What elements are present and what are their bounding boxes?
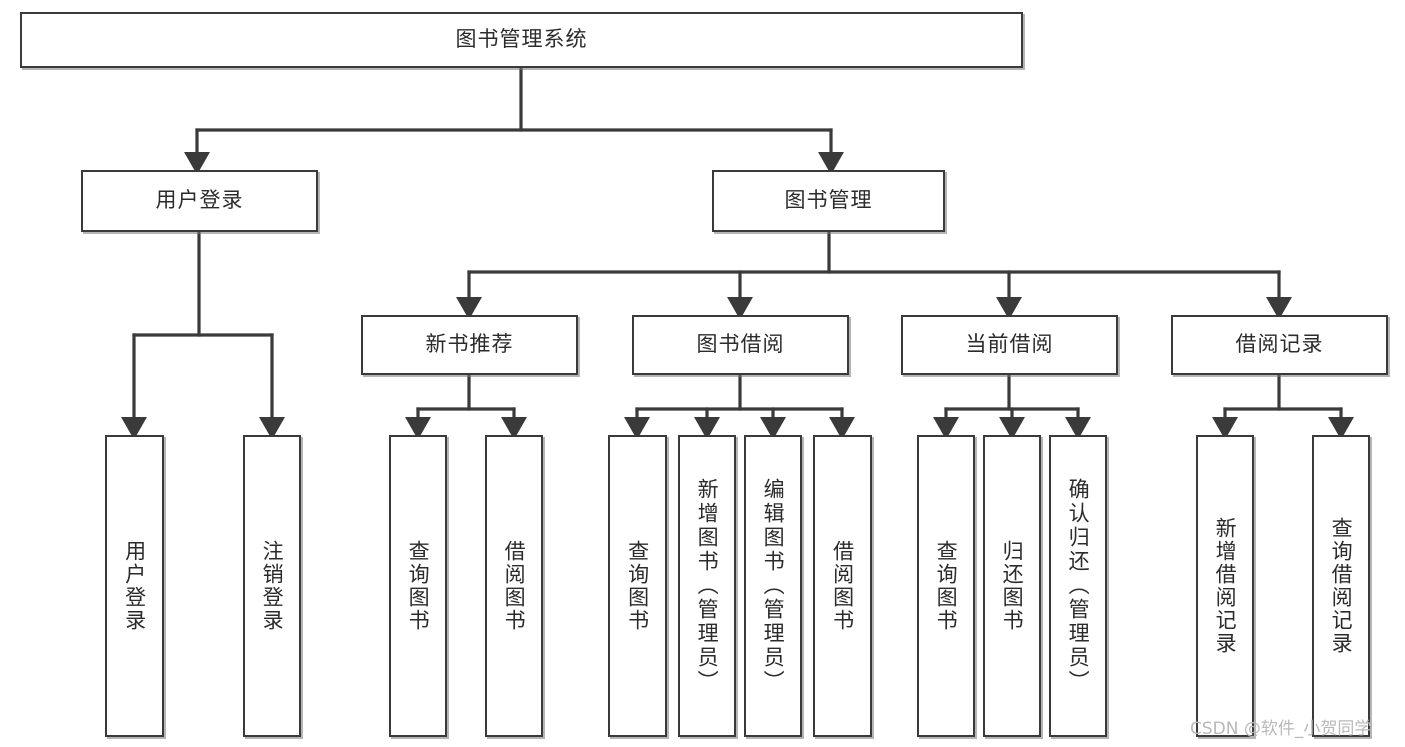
node-book-borrow-label: 图书借阅	[696, 332, 785, 357]
node-leaf-confirm-return[interactable]: 确认归还（管理员）	[1049, 435, 1107, 737]
node-current-borrow-label: 当前借阅	[965, 332, 1054, 357]
node-new-book-recommend-label: 新书推荐	[425, 332, 514, 357]
node-leaf-query-book-1[interactable]: 查询图书	[389, 435, 447, 737]
node-leaf-query-book-3-label: 查询图书	[934, 540, 959, 632]
node-user-login-label: 用户登录	[155, 188, 244, 213]
node-leaf-user-login-label: 用户登录	[122, 540, 147, 632]
node-book-manage-label: 图书管理	[784, 188, 873, 213]
node-leaf-borrow-book-1[interactable]: 借阅图书	[485, 435, 543, 737]
node-root-label: 图书管理系统	[455, 27, 588, 52]
node-leaf-return-book-label: 归还图书	[1000, 540, 1025, 632]
node-leaf-add-record[interactable]: 新增借阅记录	[1196, 435, 1254, 737]
watermark-text: CSDN @软件_小贺同学	[1190, 719, 1372, 739]
node-leaf-query-book-2[interactable]: 查询图书	[608, 435, 667, 737]
node-leaf-query-book-1-label: 查询图书	[406, 540, 431, 632]
node-leaf-logout[interactable]: 注销登录	[243, 435, 301, 737]
node-book-manage[interactable]: 图书管理	[712, 170, 945, 232]
node-borrow-record-label: 借阅记录	[1235, 332, 1324, 357]
node-leaf-borrow-book-1-label: 借阅图书	[502, 540, 527, 632]
node-leaf-add-record-label: 新增借阅记录	[1213, 517, 1238, 655]
node-leaf-query-record[interactable]: 查询借阅记录	[1312, 435, 1370, 737]
node-current-borrow[interactable]: 当前借阅	[901, 315, 1118, 375]
node-book-borrow[interactable]: 图书借阅	[632, 315, 849, 375]
node-borrow-record[interactable]: 借阅记录	[1171, 315, 1388, 375]
node-leaf-query-record-label: 查询借阅记录	[1329, 517, 1354, 655]
node-leaf-borrow-book-2[interactable]: 借阅图书	[813, 435, 872, 737]
node-leaf-edit-book[interactable]: 编辑图书（管理员）	[744, 435, 802, 737]
node-new-book-recommend[interactable]: 新书推荐	[361, 315, 578, 375]
node-leaf-add-book[interactable]: 新增图书（管理员）	[678, 435, 736, 737]
node-leaf-edit-book-label: 编辑图书（管理员）	[761, 478, 786, 694]
node-leaf-logout-label: 注销登录	[260, 540, 285, 632]
node-leaf-query-book-2-label: 查询图书	[625, 540, 650, 632]
node-leaf-add-book-label: 新增图书（管理员）	[695, 478, 720, 694]
node-leaf-confirm-return-label: 确认归还（管理员）	[1066, 478, 1091, 694]
node-leaf-return-book[interactable]: 归还图书	[983, 435, 1041, 737]
node-root[interactable]: 图书管理系统	[20, 12, 1023, 68]
node-user-login[interactable]: 用户登录	[81, 170, 318, 232]
node-leaf-borrow-book-2-label: 借阅图书	[830, 540, 855, 632]
node-leaf-query-book-3[interactable]: 查询图书	[917, 435, 975, 737]
node-leaf-user-login[interactable]: 用户登录	[105, 435, 164, 737]
